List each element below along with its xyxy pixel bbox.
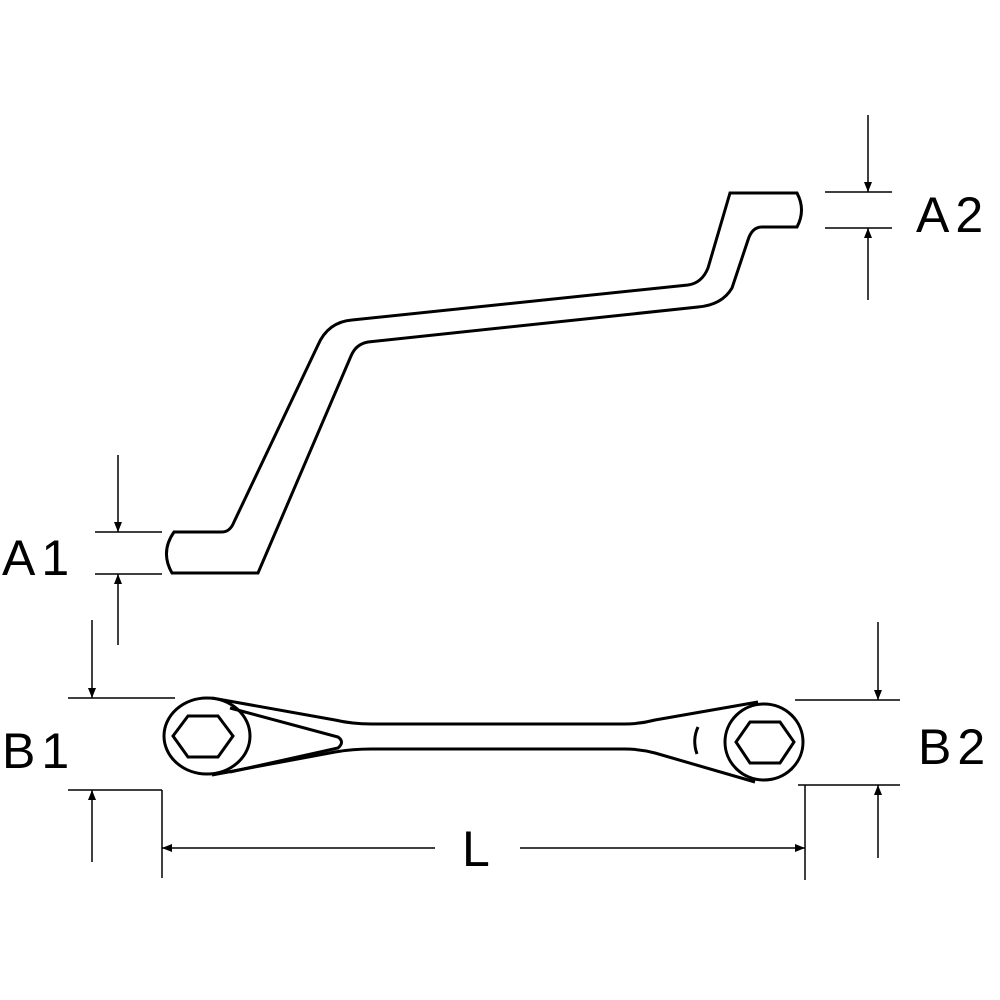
wrench-web-recess bbox=[229, 706, 343, 774]
wrench-bevel-mark bbox=[693, 726, 700, 755]
left-hex-socket bbox=[171, 714, 235, 759]
wrench-body-top-edge bbox=[211, 696, 759, 726]
label-b1: B1 bbox=[2, 723, 76, 779]
label-l: L bbox=[462, 821, 496, 877]
dimension-lines bbox=[68, 115, 900, 880]
left-ring bbox=[162, 696, 252, 776]
wrench-top-view bbox=[162, 696, 805, 784]
right-hex-socket bbox=[734, 720, 796, 765]
label-a2: A2 bbox=[916, 187, 990, 243]
wrench-body-bottom-edge bbox=[211, 747, 756, 784]
label-a1: A1 bbox=[2, 530, 76, 586]
right-ring bbox=[723, 702, 805, 782]
wrench-side-profile bbox=[165, 191, 803, 575]
label-b2: B2 bbox=[918, 719, 992, 775]
